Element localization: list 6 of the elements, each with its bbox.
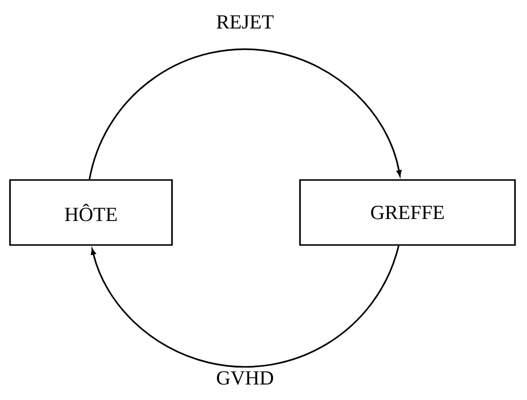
edge-label: REJET	[214, 13, 276, 31]
edge-label: GVHD	[214, 369, 276, 387]
arrow	[88, 48, 402, 180]
text-box: HÔTE	[9, 179, 173, 246]
arrow	[90, 246, 400, 368]
text-box: GREFFE	[299, 179, 516, 246]
